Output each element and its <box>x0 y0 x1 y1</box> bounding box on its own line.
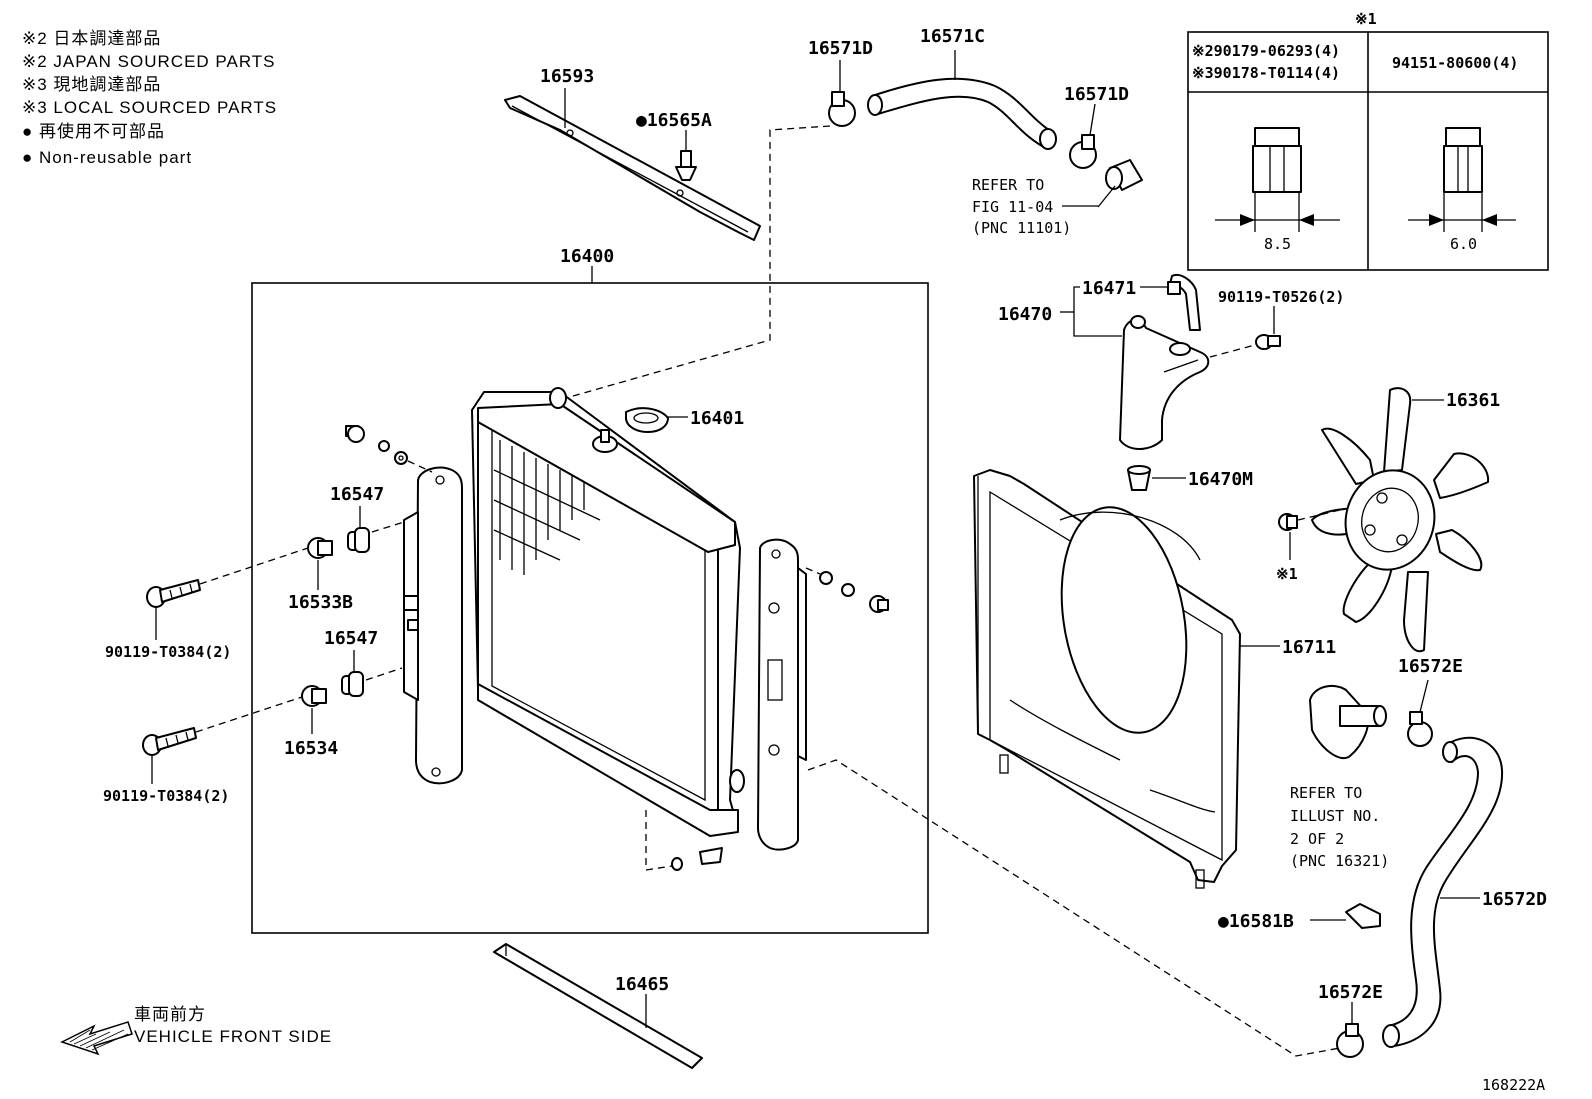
label-90119-T0526: 90119-T0526(2) <box>1218 288 1344 306</box>
front-label-jp: 車両前方 <box>134 1005 206 1024</box>
label-16401: 16401 <box>690 408 744 429</box>
radiator-core-part <box>471 387 745 837</box>
ref-illust-line3: 2 OF 2 <box>1290 830 1344 848</box>
hose-clamp-16581B-part <box>1310 903 1381 929</box>
fan-nut-part <box>1278 509 1341 560</box>
label-16571D-left: 16571D <box>808 38 873 59</box>
left-side-panel-part <box>403 466 463 785</box>
diagram-id: 168222A <box>1482 1076 1545 1094</box>
label-16361: 16361 <box>1446 390 1500 411</box>
legend-line-2: ※2 JAPAN SOURCED PARTS <box>22 52 276 71</box>
label-16571D-right: 16571D <box>1064 84 1129 105</box>
table-row1-right: 94151-80600(4) <box>1392 54 1518 72</box>
vehicle-front-arrow-icon <box>60 1021 133 1056</box>
hose-clamp-16572E-bottom-part <box>1336 1002 1364 1058</box>
seal-strip-part <box>493 943 703 1069</box>
drain-cock-part <box>645 810 723 871</box>
label-16572D: 16572D <box>1482 889 1547 910</box>
label-16400: 16400 <box>560 246 614 267</box>
label-16572E-top: 16572E <box>1398 656 1463 677</box>
label-16547-top: 16547 <box>330 484 384 505</box>
legend-line-5: ● 再使用不可部品 <box>22 121 165 141</box>
reservoir-cap-part <box>1127 465 1186 491</box>
grommet-top-part <box>347 506 370 553</box>
nut-spec-table: ※1 ※290179-06293(4) ※390178-T0114(4) 941… <box>1187 10 1549 271</box>
support-bar-part <box>504 88 761 241</box>
bolt-bottom-part <box>142 667 403 784</box>
legend-line-4: ※3 LOCAL SOURCED PARTS <box>22 98 277 117</box>
label-16571C: 16571C <box>920 26 985 47</box>
label-16572E-bottom: 16572E <box>1318 982 1383 1003</box>
legend-line-1: ※2 日本調達部品 <box>22 29 161 48</box>
left-fasteners-top <box>345 425 433 473</box>
label-16534: 16534 <box>284 738 338 759</box>
hose-clamp-16572E-top-part <box>1407 679 1433 747</box>
label-16471: 16471 <box>1082 278 1136 299</box>
fan-shroud-part <box>973 469 1280 889</box>
radiator-assembly-box <box>251 282 929 934</box>
flange-nut-left-icon <box>1215 127 1340 232</box>
table-dim-left: 8.5 <box>1264 235 1291 253</box>
grommet-bottom-part <box>341 650 364 697</box>
water-inlet-part <box>1309 684 1387 759</box>
pipe-stub-part <box>1097 159 1143 208</box>
legend: ※2 日本調達部品 ※2 JAPAN SOURCED PARTS ※3 現地調達… <box>22 29 277 167</box>
label-16547-bottom: 16547 <box>324 628 378 649</box>
radiator-fins <box>493 440 601 575</box>
right-side-panel-part <box>757 538 807 851</box>
reservoir-tank-part <box>1119 315 1256 450</box>
label-16533B: 16533B <box>288 592 353 613</box>
label-note-ref1: ※1 <box>1276 565 1298 583</box>
bushing-16534-part <box>301 685 327 734</box>
ref-fig-line2: FIG 11-04 <box>972 198 1053 216</box>
hose-clamp-left-part <box>828 60 856 127</box>
table-mark: ※1 <box>1355 10 1377 28</box>
label-16470M: 16470M <box>1188 469 1253 490</box>
label-16565A: ●16565A <box>636 110 712 131</box>
radiator-cap-part <box>625 407 688 433</box>
bolt-T0526-part <box>1255 306 1281 350</box>
ref-fig-line3: (PNC 11101) <box>972 219 1071 237</box>
table-row1-left-a: ※290179-06293(4) <box>1192 42 1340 60</box>
label-16593: 16593 <box>540 66 594 87</box>
cooling-fan-part <box>1311 387 1490 653</box>
legend-line-6: ● Non-reusable part <box>22 148 192 167</box>
ref-illust-line4: (PNC 16321) <box>1290 852 1389 870</box>
ref-illust-line2: ILLUST NO. <box>1290 807 1380 825</box>
label-16581B: ●16581B <box>1218 911 1294 932</box>
label-90119-T0384-top: 90119-T0384(2) <box>105 643 231 661</box>
front-label-en: VEHICLE FRONT SIDE <box>134 1027 332 1046</box>
right-fasteners <box>805 567 889 613</box>
reservoir-hose-part <box>1140 274 1201 331</box>
bolt-top-part <box>146 521 405 640</box>
label-16711: 16711 <box>1282 637 1336 658</box>
flange-nut-right-icon <box>1408 127 1516 232</box>
ref-illust-line1: REFER TO <box>1290 784 1362 802</box>
bushing-16533B-part <box>307 537 333 590</box>
label-16465: 16465 <box>615 974 669 995</box>
ref-fig-line1: REFER TO <box>972 176 1044 194</box>
lower-hose-part <box>1382 736 1504 1048</box>
label-16470: 16470 <box>998 304 1052 325</box>
hose-clamp-right-part <box>1069 103 1097 169</box>
clip-part-16565A <box>675 130 697 181</box>
table-row1-left-b: ※390178-T0114(4) <box>1192 64 1340 82</box>
table-dim-right: 6.0 <box>1450 235 1477 253</box>
label-90119-T0384-bottom: 90119-T0384(2) <box>103 787 229 805</box>
legend-line-3: ※3 現地調達部品 <box>22 75 161 94</box>
upper-hose-part <box>867 50 1057 150</box>
